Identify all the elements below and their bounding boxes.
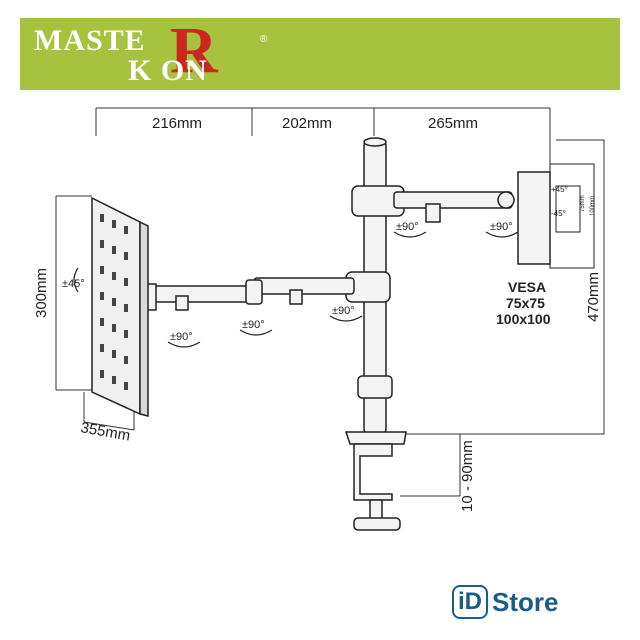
lower-arm-elbow — [245, 279, 263, 305]
dim-clamp-range: 10 - 90mm — [459, 440, 476, 512]
store-logo: iD Store — [452, 582, 558, 622]
vesa-plate-right — [517, 171, 551, 265]
lower-arm-outer — [149, 285, 261, 303]
logo-big-letter: R — [170, 14, 218, 87]
vesa-title: VESA — [508, 279, 546, 295]
angle-tilt-left: ±45° — [62, 278, 85, 290]
clamp-screw — [369, 499, 383, 521]
angle-swivel-5: ±90° — [332, 305, 355, 317]
brand-banner: MASTE R K ON ® — [20, 18, 620, 90]
panel-holes — [100, 214, 128, 390]
store-badge: iD — [452, 585, 488, 619]
angle-tilt-bottom: -45° — [551, 209, 566, 218]
vesa-size-2: 100x100 — [496, 311, 551, 327]
angle-swivel-1: ±90° — [396, 221, 419, 233]
logo-text-bottom: K ON — [128, 54, 208, 87]
vesa-outline — [549, 163, 595, 269]
clamp-top-plate — [344, 431, 407, 445]
store-name: Store — [492, 586, 559, 617]
dim-arm-right: 265mm — [428, 115, 478, 132]
plate-label-small: 75mm — [580, 195, 586, 212]
lower-arm-inner — [253, 277, 355, 295]
upper-arm-clip — [425, 203, 441, 223]
upper-arm — [393, 191, 513, 209]
plate-label-large: 100mm — [590, 196, 596, 216]
angle-swivel-4: ±90° — [242, 319, 265, 331]
logo-text-top: MASTE — [34, 24, 146, 57]
dim-panel-height: 300mm — [33, 268, 50, 318]
dim-arm-mid: 202mm — [282, 115, 332, 132]
vesa-size-1: 75x75 — [506, 295, 545, 311]
dim-panel-width: 355mm — [79, 419, 131, 444]
angle-swivel-3: ±90° — [170, 331, 193, 343]
dim-pole-height: 470mm — [585, 272, 602, 322]
clamp-knob — [353, 517, 401, 531]
clamp-body — [353, 443, 393, 501]
upper-arm-pivot — [497, 191, 515, 209]
angle-tilt-top: +45° — [551, 185, 568, 194]
angle-swivel-2: ±90° — [490, 221, 513, 233]
dim-arm-left: 216mm — [152, 115, 202, 132]
pole-collar — [357, 375, 393, 399]
registered-mark: ® — [260, 34, 268, 45]
